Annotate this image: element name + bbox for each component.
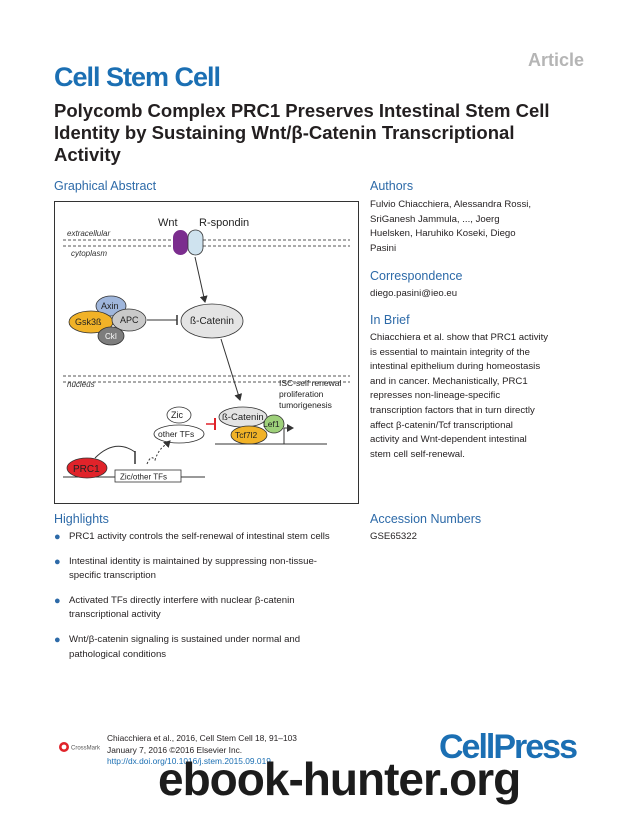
beta-catenin-nuc-label: ß-Catenin bbox=[222, 412, 264, 423]
graphical-abstract-diagram: Wnt R-spondin extracellular cytoplasm Ax… bbox=[63, 217, 350, 483]
rspondin-label: R-spondin bbox=[199, 217, 249, 229]
zic-gene-label: Zic/other TFs bbox=[120, 473, 167, 482]
authors-line: Pasini bbox=[370, 242, 397, 254]
other-tfs-protein bbox=[153, 424, 205, 444]
citation-line: Chiacchiera et al., 2016, Cell Stem Cell… bbox=[107, 733, 297, 743]
tumorigenesis-label: tumorigenesis bbox=[279, 400, 332, 410]
rspondin-receptor bbox=[187, 229, 204, 256]
zic-protein bbox=[166, 406, 192, 424]
other-tfs-label: other TFs bbox=[158, 429, 194, 439]
bullet-icon: ● bbox=[54, 633, 61, 646]
citation-block: Chiacchiera et al., 2016, Cell Stem Cell… bbox=[107, 733, 297, 768]
authors-line: Fulvio Chiacchiera, Alessandra Rossi, bbox=[370, 199, 532, 210]
highlight-item: ● PRC1 activity controls the self-renewa… bbox=[54, 531, 330, 543]
authors-line: SriGanesh Jammula, ..., Joerg bbox=[370, 213, 500, 225]
activation-arrow bbox=[194, 256, 208, 303]
in-brief-line: activity and Wnt-dependent intestinal bbox=[370, 434, 527, 446]
in-brief-line: affect β-catenin/Tcf transcriptional bbox=[370, 419, 513, 431]
graphical-abstract-heading: Graphical Abstract bbox=[54, 179, 157, 193]
authors-list: Fulvio Chiacchiera, Alessandra Rossi, Sr… bbox=[370, 198, 590, 256]
authors-heading: Authors bbox=[370, 179, 414, 193]
highlight-item: ● Wnt/β-catenin signaling is sustained u… bbox=[54, 633, 301, 660]
article-title: Polycomb Complex PRC1 Preserves Intestin… bbox=[54, 100, 550, 165]
lef1-protein bbox=[263, 414, 285, 434]
in-brief-line: transcription factors that in turn direc… bbox=[370, 404, 535, 416]
in-brief-line: represses non-lineage-specific bbox=[370, 390, 501, 402]
correspondence-email[interactable]: diego.pasini@ieo.eu bbox=[370, 288, 458, 299]
nucleus-label: nucleus bbox=[67, 380, 95, 389]
beta-catenin-cytoplasm bbox=[180, 303, 244, 339]
bullet-icon: ● bbox=[54, 555, 61, 568]
highlights-list: ● PRC1 activity controls the self-renewa… bbox=[54, 530, 359, 672]
nuclear-translocation-arrow bbox=[220, 338, 243, 401]
bullet-icon: ● bbox=[54, 594, 61, 607]
in-brief-text: Chiacchiera et al. show that PRC1 activi… bbox=[370, 331, 600, 462]
crossmark-logo[interactable]: CrossMark bbox=[58, 741, 104, 753]
cki-label: CkI bbox=[105, 332, 117, 341]
apc-protein bbox=[111, 308, 147, 332]
isc-self-renewal-label: ISC-self renewal bbox=[279, 378, 341, 388]
prc1-label: PRC1 bbox=[73, 464, 100, 475]
accession-heading: Accession Numbers bbox=[370, 512, 482, 526]
cellpress-logo[interactable]: CellPress bbox=[439, 728, 578, 766]
journal-title: Cell Stem Cell bbox=[54, 62, 221, 92]
lef1-label: Lef1 bbox=[263, 419, 280, 429]
crossmark-text: CrossMark bbox=[71, 746, 101, 752]
tcf7l2-label: Tcf7l2 bbox=[235, 430, 257, 440]
apc-label: APC bbox=[120, 315, 139, 325]
accession-number[interactable]: GSE65322 bbox=[370, 531, 417, 542]
highlight-item: ● Intestinal identity is maintained by s… bbox=[54, 555, 317, 582]
extracellular-label: extracellular bbox=[67, 229, 110, 238]
zic-label: Zic bbox=[171, 410, 183, 420]
correspondence-heading: Correspondence bbox=[370, 269, 463, 283]
prc1-protein bbox=[66, 457, 108, 479]
in-brief-line: and in cancer. Mechanistically, PRC1 bbox=[370, 375, 528, 387]
transcription-dashed-arrow bbox=[146, 443, 168, 465]
in-brief-line: is essential to maintain integrity of th… bbox=[370, 346, 530, 358]
cki-protein bbox=[97, 326, 125, 346]
doi-link[interactable]: http://dx.doi.org/10.1016/j.stem.2015.09… bbox=[107, 756, 271, 766]
graphical-abstract-figure: Wnt R-spondin extracellular cytoplasm Ax… bbox=[54, 201, 359, 504]
in-brief-line: stem cell self-renewal. bbox=[370, 448, 465, 460]
transcription-arrowhead bbox=[162, 440, 171, 449]
wnt-label: Wnt bbox=[158, 217, 178, 229]
bullet-icon: ● bbox=[54, 531, 61, 543]
authors-line: Huelsken, Haruhiko Koseki, Diego bbox=[370, 228, 516, 240]
beta-catenin-cyto-label: ß-Catenin bbox=[190, 316, 234, 327]
axin-label: Axin bbox=[101, 301, 119, 311]
in-brief-line: intestinal epithelium during homeostasis bbox=[370, 361, 541, 373]
zic-gene-box bbox=[114, 469, 182, 483]
gsk3b-label: Gsk3ß bbox=[75, 317, 102, 327]
in-brief-heading: In Brief bbox=[370, 313, 410, 327]
highlights-heading: Highlights bbox=[54, 512, 109, 526]
cytoplasm-label: cytoplasm bbox=[71, 249, 107, 258]
prc1-repression-arc bbox=[94, 445, 136, 459]
article-type-label: Article bbox=[527, 50, 584, 70]
watermark-text: ebook-hunter.org bbox=[158, 753, 521, 805]
highlight-item: ● Activated TFs directly interfere with … bbox=[54, 594, 295, 621]
wnt-receptor bbox=[173, 230, 188, 255]
in-brief-line: Chiacchiera et al. show that PRC1 activi… bbox=[370, 332, 549, 343]
proliferation-label: proliferation bbox=[279, 389, 324, 399]
date-line: January 7, 2016 ©2016 Elsevier Inc. bbox=[107, 744, 243, 755]
